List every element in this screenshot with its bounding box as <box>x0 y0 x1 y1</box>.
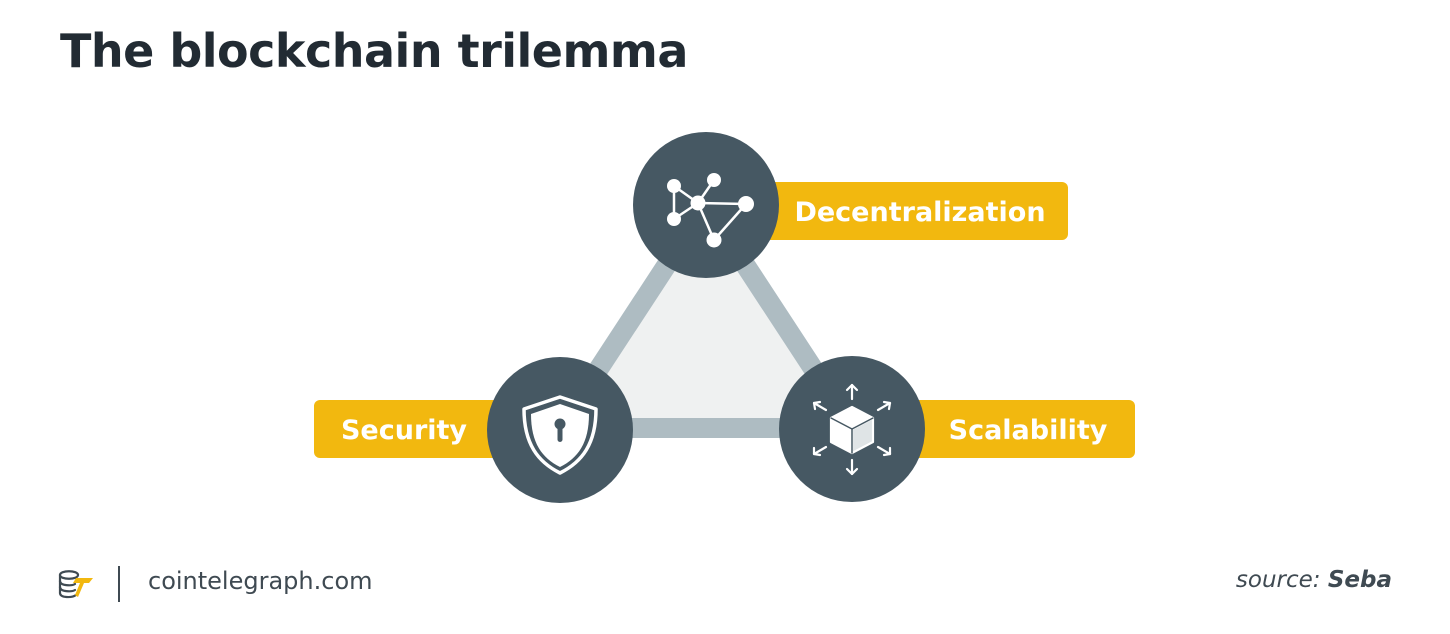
page-title: The blockchain trilemma <box>60 24 688 78</box>
decentralization-node: Decentralization <box>633 132 1068 278</box>
scalability-label: Scalability <box>949 415 1108 446</box>
scalability-node: Scalability <box>779 356 1135 502</box>
decentralization-label: Decentralization <box>794 197 1045 228</box>
cube-expand-icon <box>812 383 892 476</box>
decentralization-pill <box>760 182 1068 240</box>
cointelegraph-logo-icon <box>58 570 93 599</box>
source-name: Seba <box>1327 567 1392 593</box>
shield-lock-icon <box>522 395 598 475</box>
footer-divider <box>118 566 120 602</box>
decentralization-circle <box>633 132 779 278</box>
footer-site[interactable]: cointelegraph.com <box>148 567 373 595</box>
trilemma-triangle <box>550 195 862 438</box>
source-label: source: <box>1235 567 1321 593</box>
scalability-pill <box>870 400 1135 458</box>
security-label: Security <box>341 415 467 446</box>
network-icon <box>667 173 754 248</box>
security-node: Security <box>314 357 633 503</box>
footer-source: source: Seba <box>1236 567 1392 593</box>
